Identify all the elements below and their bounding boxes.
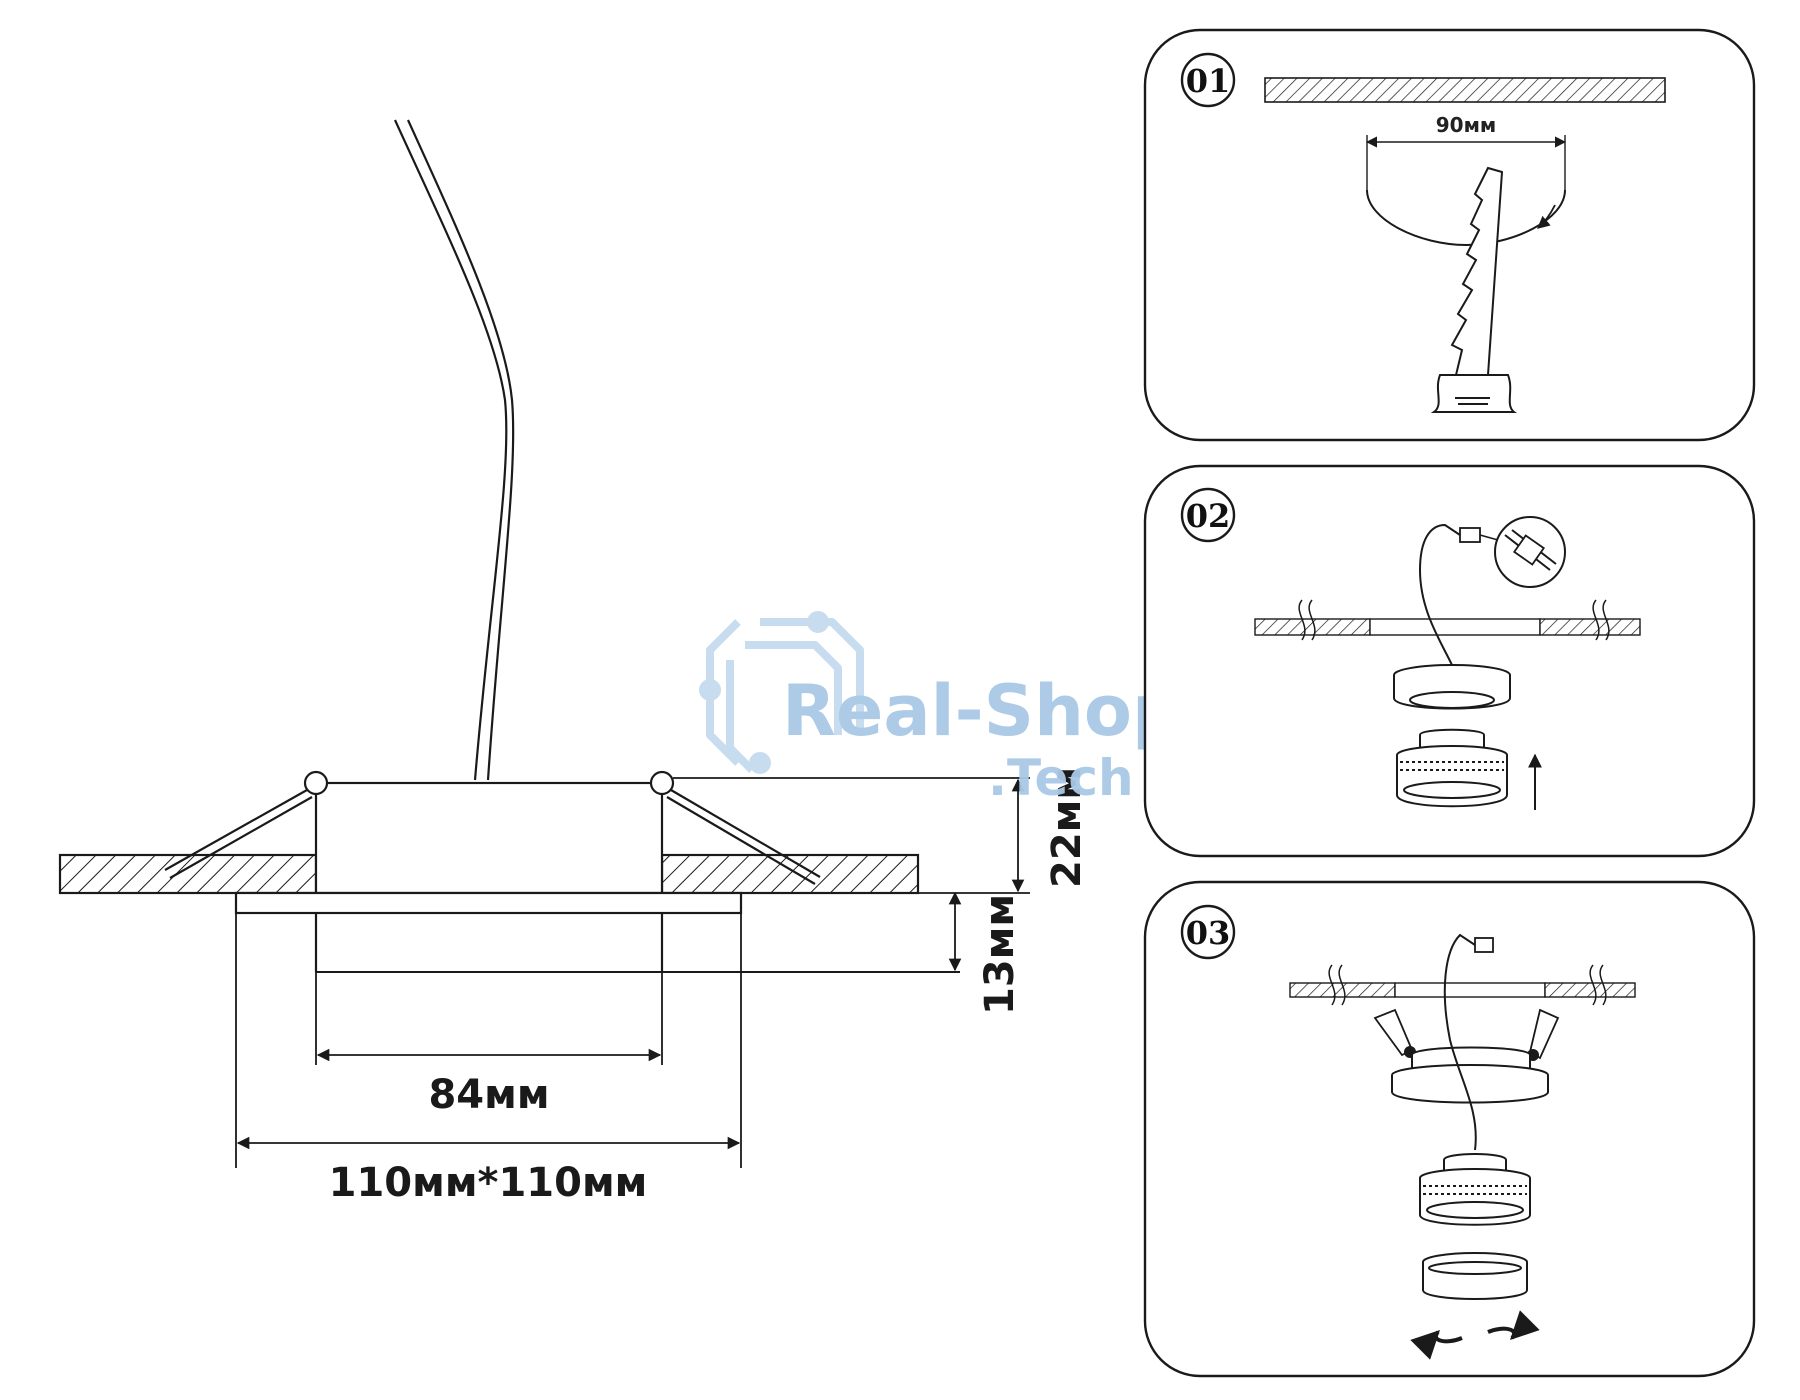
- step-panel-01: 01 90мм: [1143, 28, 1756, 442]
- step-number-badge-01: [1180, 52, 1236, 108]
- watermark-brand: Real-Shop: [782, 670, 1182, 752]
- dim-label-110mm: 110мм*110мм: [329, 1160, 648, 1206]
- watermark: Real-Shop .Tech: [699, 611, 1182, 807]
- lamp-housing-icon: [1393, 664, 1511, 710]
- step-number-01: 01: [1186, 62, 1231, 100]
- lamp-trim-flange: [234, 891, 743, 915]
- ceiling-left-slab: [58, 853, 318, 895]
- watermark-logo-icon: [699, 611, 864, 774]
- step-number-badge-03: [1180, 904, 1236, 960]
- spring-clip-right: [670, 789, 821, 878]
- installed-housing-icon: [1391, 1046, 1549, 1104]
- decorative-ring-icon: [1422, 1252, 1528, 1300]
- dim-label-22mm: 22мм: [1044, 767, 1090, 888]
- spring-clip-left: [164, 789, 308, 871]
- lamp-module-icon: [1396, 728, 1508, 808]
- step-number-02: 02: [1186, 497, 1231, 535]
- hole-saw-icon: [1430, 166, 1517, 413]
- watermark-domain: .Tech: [988, 749, 1134, 807]
- rotate-arrows-icon: [1410, 1310, 1540, 1360]
- spring-pivot-left: [303, 770, 329, 796]
- step-number-badge-02: [1180, 487, 1236, 543]
- gx53-lamp-icon: [1419, 1153, 1531, 1226]
- dim-label-84mm: 84мм: [428, 1072, 549, 1118]
- cross-section-drawing: [58, 119, 1030, 1168]
- power-cable: [393, 119, 508, 781]
- dim-label-13mm: 13мм: [977, 894, 1023, 1015]
- power-cable-inner: [406, 119, 515, 781]
- lamp-body: [314, 781, 664, 895]
- hole-diameter-label: 90мм: [1436, 113, 1497, 137]
- step-panel-02: 02: [1143, 464, 1756, 858]
- step-panel-03: 03: [1143, 880, 1756, 1378]
- spring-pivot-right: [649, 770, 675, 796]
- step-number-03: 03: [1186, 914, 1231, 952]
